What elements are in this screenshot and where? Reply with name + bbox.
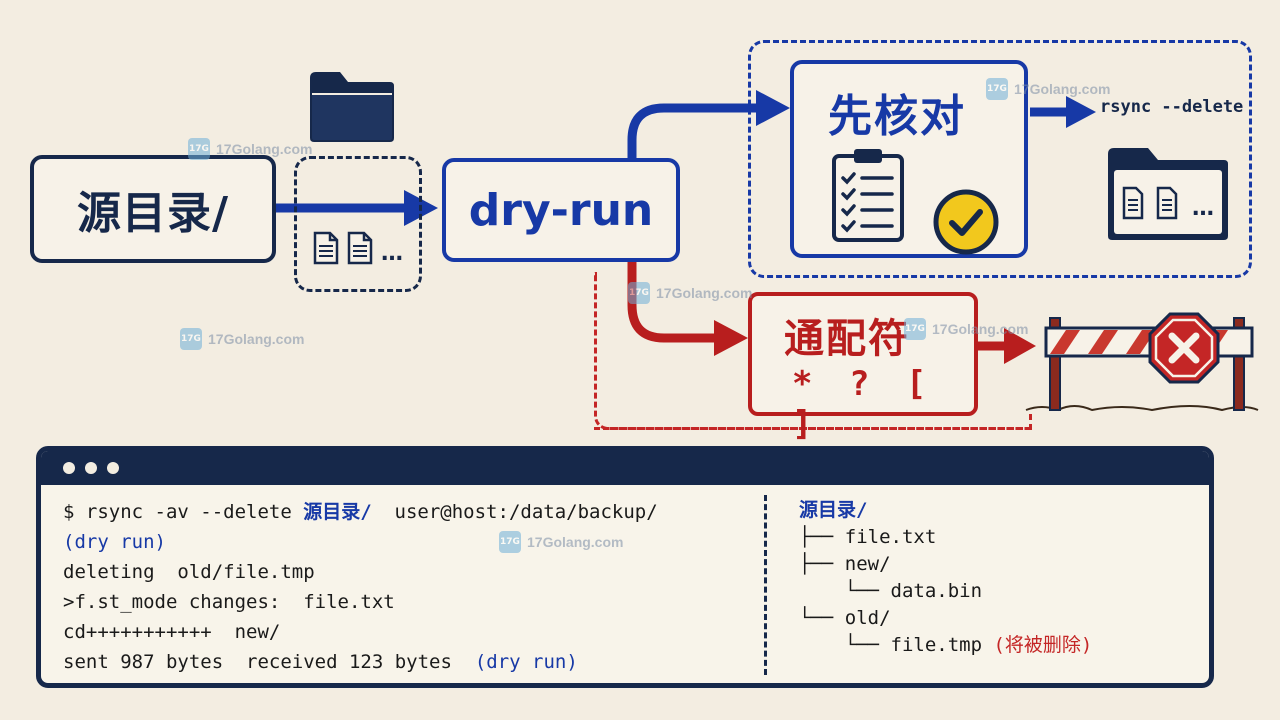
watermark-text: 17Golang.com: [216, 141, 313, 157]
verify-region: [748, 40, 1252, 278]
checklist-clipboard-icon: [832, 149, 904, 242]
source-directory-box: 源目录/: [30, 155, 276, 263]
terminal-body: $ rsync -av --delete 源目录/ user@host:/dat…: [41, 485, 1209, 683]
files-ellipsis: …: [381, 241, 403, 266]
directory-tree: 源目录/ ├── file.txt ├── new/ └── data.bin └──…: [799, 497, 1092, 659]
tree-item-deleted: └── file.tmp (将被删除): [799, 634, 1093, 656]
source-files-group: …: [294, 156, 422, 292]
tree-item: └── old/: [799, 607, 891, 629]
dry-run-label: dry-run: [468, 184, 654, 236]
source-directory-label: 源目录/: [76, 188, 230, 239]
window-dot-icon: [107, 462, 119, 474]
watermark-text: 17Golang.com: [208, 331, 305, 347]
barrier-stop-icon: [1025, 312, 1259, 412]
terminal-title-bar: [41, 451, 1209, 485]
terminal-output: $ rsync -av --delete 源目录/ user@host:/dat…: [63, 497, 658, 677]
arrow-wildcard-to-barrier: [978, 328, 1036, 364]
watermark-text: 17Golang.com: [1014, 81, 1111, 97]
watermark-text: 17Golang.com: [656, 285, 753, 301]
watermark: 17G 17Golang.com: [628, 282, 752, 304]
check-first-label: 先核对: [828, 91, 966, 142]
wildcard-label: 通配符: [784, 316, 910, 362]
terminal-line-new-dir: cd+++++++++++ new/: [63, 621, 281, 643]
watermark-logo-icon: 17G: [904, 318, 926, 340]
tree-root: 源目录/: [799, 499, 868, 521]
terminal-line-summary: sent 987 bytes received 123 bytes (dry r…: [63, 651, 578, 673]
wildcard-region-right: [1029, 414, 1032, 430]
terminal-divider: [764, 495, 767, 675]
arrow-dryrun-to-check: [627, 90, 790, 158]
wildcard-symbols: * ? [ ]: [792, 364, 935, 444]
arrow-dryrun-to-wildcard: [627, 262, 748, 356]
watermark: 17G 17Golang.com: [904, 318, 1028, 340]
terminal-line-dry-run: (dry run): [63, 531, 166, 553]
document-icon: [313, 231, 339, 265]
terminal-line-mode-change: >f.st_mode changes: file.txt: [63, 591, 395, 613]
terminal-line-deleting: deleting old/file.tmp: [63, 561, 315, 583]
window-dot-icon: [63, 462, 75, 474]
watermark-logo-icon: 17G: [499, 531, 521, 553]
terminal-window: $ rsync -av --delete 源目录/ user@host:/dat…: [36, 446, 1214, 688]
dry-run-box: dry-run: [442, 158, 680, 262]
check-badge-icon: [933, 189, 999, 255]
document-icon: [347, 231, 373, 265]
tree-item: ├── file.txt: [799, 526, 937, 548]
watermark: 17G 17Golang.com: [188, 138, 312, 160]
watermark: 17G 17Golang.com: [180, 328, 304, 350]
destination-files-ellipsis: …: [1192, 196, 1214, 221]
arrow-check-to-rsync: [1030, 96, 1096, 128]
terminal-line-command: $ rsync -av --delete 源目录/ user@host:/dat…: [63, 501, 658, 523]
tree-item: ├── new/: [799, 553, 891, 575]
watermark: 17G 17Golang.com: [499, 531, 623, 553]
watermark-text: 17Golang.com: [527, 534, 624, 550]
watermark-logo-icon: 17G: [188, 138, 210, 160]
wildcard-region-bottom: [594, 427, 1032, 430]
watermark: 17G 17Golang.com: [986, 78, 1110, 100]
watermark-text: 17Golang.com: [932, 321, 1029, 337]
folder-icon: [310, 72, 394, 142]
watermark-logo-icon: 17G: [628, 282, 650, 304]
watermark-logo-icon: 17G: [986, 78, 1008, 100]
tree-item: └── data.bin: [799, 580, 983, 602]
destination-folder-icon: [1108, 148, 1228, 240]
rsync-delete-label: rsync --delete: [1100, 97, 1244, 117]
wildcard-box: 通配符 * ? [ ]: [748, 292, 978, 444]
watermark-logo-icon: 17G: [180, 328, 202, 350]
window-dot-icon: [85, 462, 97, 474]
